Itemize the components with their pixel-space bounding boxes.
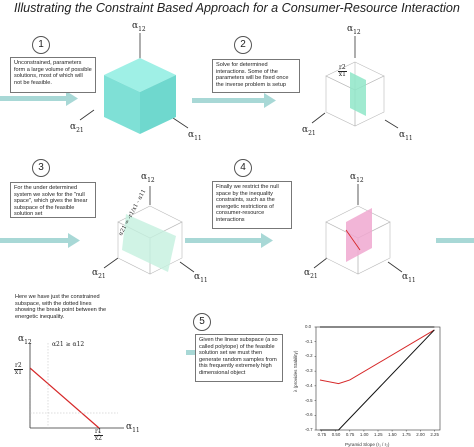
chart-xtick: 1.25 [374,432,383,437]
step-3-number: 3 [32,159,50,177]
axis-a11-1: α11 [188,130,202,142]
stability-chart [314,326,441,432]
step-5-text: Given the linear subspace (a so called p… [195,334,283,382]
axis-a21-2: α21 [302,125,316,137]
axis-a12-1: α12 [132,21,146,33]
chart-ytick: -0.3 [305,368,313,374]
chart-ytick: -0.1 [305,338,313,344]
flow-arrow-2 [192,93,276,108]
axis-a12-3: α12 [141,172,155,184]
step-4-text: Finally we restrict the null space by th… [212,181,292,229]
axis-a11-4: α11 [402,272,416,284]
chart-series-2 [319,329,435,431]
chart-ylabel: λ (provides Stability) [293,350,298,392]
chart-xtick: 0.75 [317,432,327,437]
chart-xtick: 2.25 [430,432,439,437]
axis-a12-4: α12 [350,172,364,184]
flow-arrow-3 [0,233,80,248]
cube-2 [311,36,399,129]
page-title: Illustrating the Constraint Based Approa… [14,1,460,15]
axis-a11-3: α11 [194,272,208,284]
axis-a21-3: α21 [92,268,106,280]
cube-4 [313,184,403,275]
chart-ytick: -0.2 [305,353,313,359]
chart-ytick: -0.6 [305,412,313,418]
subspace-plot [29,343,124,436]
flow-arrow-1 [0,91,78,106]
step-2-number: 2 [234,36,252,54]
step-5-number: 5 [193,313,211,331]
chart-ytick: -0.4 [305,382,313,388]
chart-xtick: 1.00 [359,432,369,437]
step-2-text: Solve for determined interactions. Some … [212,59,300,93]
chart-xtick: 2.00 [416,432,425,437]
inequality-label: α21 ≥ α12 [52,341,85,348]
chart-xtick: 0.50 [331,432,341,437]
chart-ytick: 0.0 [305,324,312,329]
step-4-number: 4 [234,159,252,177]
cube-3 [103,186,195,275]
chart-xtick: 1.75 [402,432,411,437]
chart-frame [315,326,441,431]
axis-a11-2: α11 [399,130,413,142]
axis-a21-1: α21 [70,122,84,134]
subspace-note: Here we have just the constrained subspa… [12,292,112,334]
flow-arrow-4 [185,233,273,248]
step-1-text: Unconstrained, parameters form a large v… [10,57,96,93]
chart-ytick: -0.7 [305,427,313,432]
axis-a11-plot: α11 [126,422,140,434]
step-1-number: 1 [32,36,50,54]
chart-xtick: 1.50 [388,432,397,437]
chart-xlabel: Pyramid Slope (r₁ / r₂) [345,442,390,447]
chart-xtick: 0.75 [345,432,355,437]
flow-arrow-5 [436,238,474,243]
axis-a12-plot: α12 [18,334,32,346]
step-3-text: For the under determined system we solve… [10,182,96,218]
cube-1 [79,33,189,134]
chart-series-1 [319,329,435,385]
chart-ytick: -0.5 [305,397,313,403]
axis-a12-2: α12 [347,24,361,36]
axis-a21-4: α21 [304,268,318,280]
